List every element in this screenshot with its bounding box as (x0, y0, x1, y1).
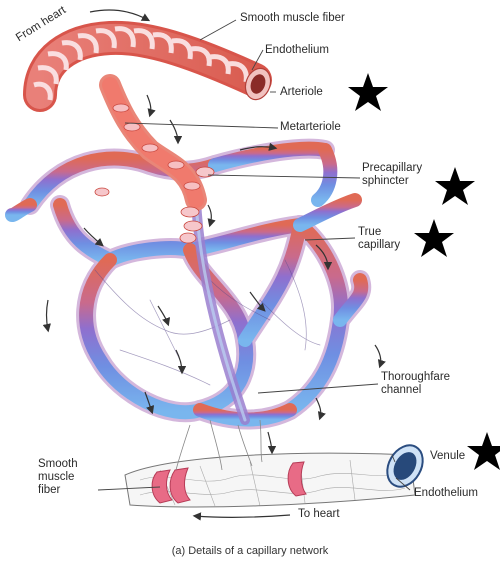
label-to-heart: To heart (298, 508, 340, 521)
label-smooth-muscle-fiber-top: Smooth muscle fiber (240, 12, 345, 25)
metarteriole-vessel (110, 85, 200, 200)
star-icon (414, 219, 454, 257)
star-icon (348, 73, 388, 111)
arteriole-vessel (34, 29, 275, 104)
stars (348, 73, 500, 470)
label-smooth-muscle-fiber-bottom: Smooth muscle fiber (38, 458, 93, 497)
figure-caption: (a) Details of a capillary network (0, 545, 500, 557)
venule-vessel (125, 439, 430, 507)
label-endothelium-top: Endothelium (265, 44, 329, 57)
label-thoroughfare-channel: Thoroughfare channel (381, 371, 466, 397)
label-precapillary-sphincter: Precapillary sphincter (362, 162, 452, 188)
star-icon (467, 432, 500, 470)
label-arteriole: Arteriole (280, 86, 323, 99)
label-endothelium-bottom: Endothelium (414, 487, 478, 500)
label-venule: Venule (430, 450, 465, 463)
label-metarteriole: Metarteriole (280, 121, 341, 134)
label-true-capillary: True capillary (358, 226, 418, 252)
